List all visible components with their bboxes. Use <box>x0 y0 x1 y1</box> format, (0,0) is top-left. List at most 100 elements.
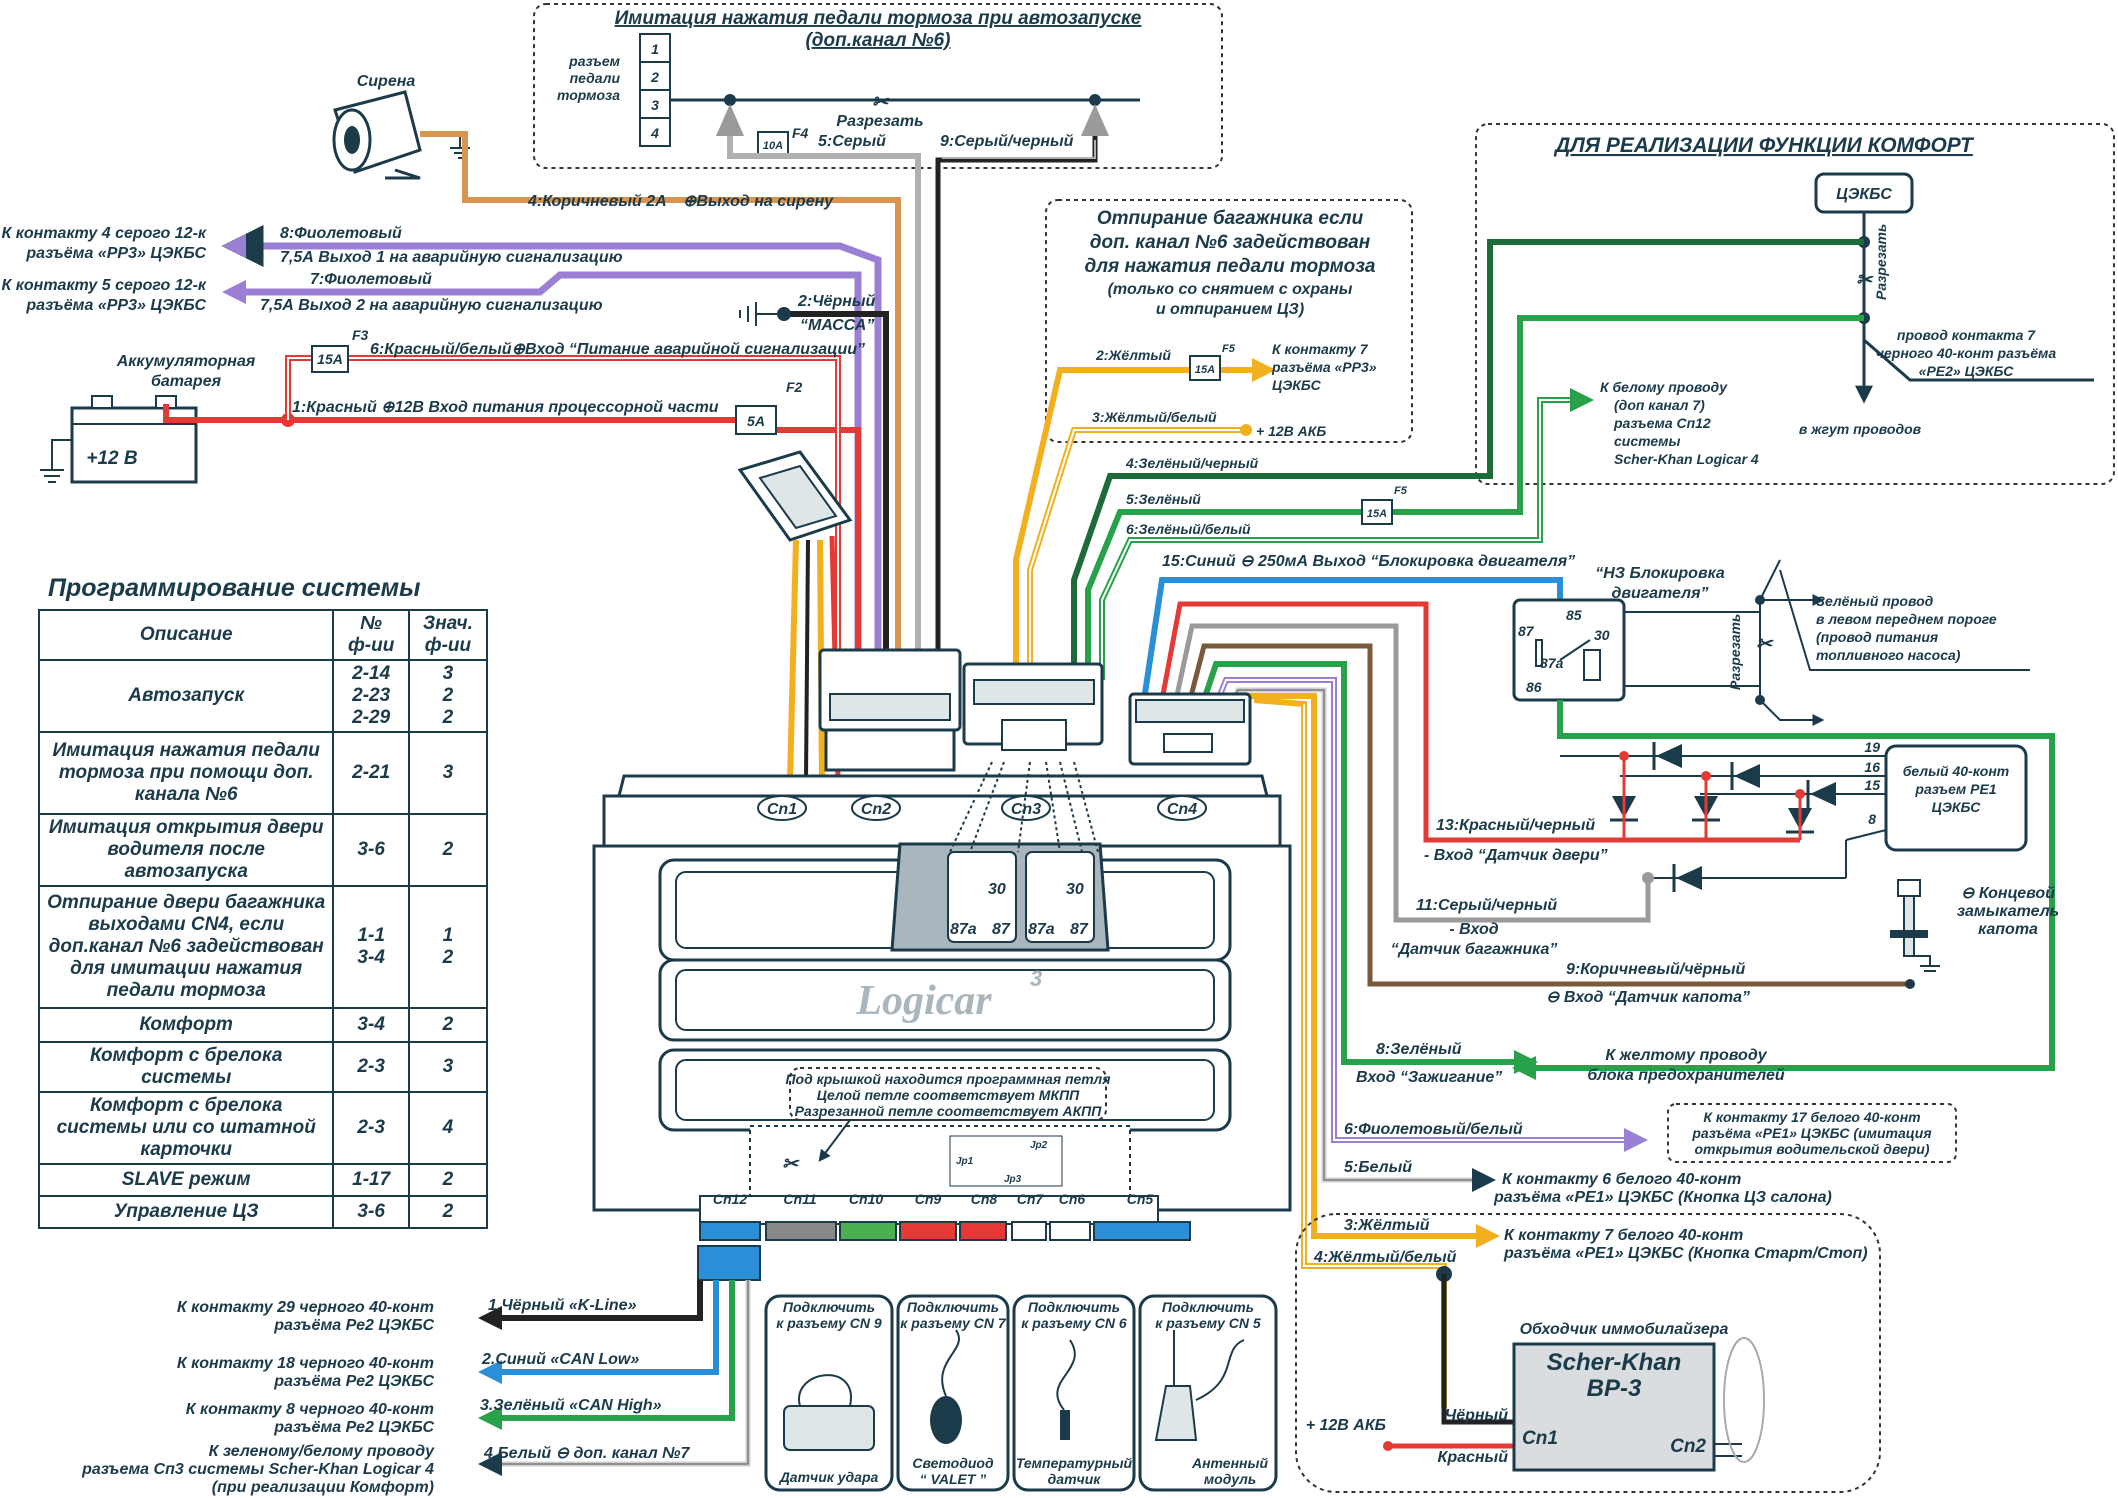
siren-wire-label: 4:Коричневый 2А <box>527 193 667 210</box>
wire-green-ignition <box>1201 661 1520 1065</box>
row-desc: SLAVE режим <box>37 1163 335 1197</box>
white-dest-1: К контакту 6 белого 40-конт <box>1502 1171 1741 1188</box>
comfort-dest-3: разъема Сп12 <box>1613 415 1711 431</box>
hood-label-2: замыкатель <box>1957 903 2059 920</box>
trunk-dest-3: ЦЭКБС <box>1272 377 1322 393</box>
row-num: 3-6 <box>332 813 410 887</box>
battery-icon <box>70 395 198 484</box>
yellow-dest-2: разъёма «РЕ1» ЦЭКБС (Кнопка Старт/Стоп) <box>1503 1245 1868 1262</box>
row-desc: Комфорт с брелока системы или со штатной… <box>37 1091 335 1165</box>
cekbs-label: ЦЭКБС <box>1836 186 1892 203</box>
fuse-f3 <box>311 345 349 373</box>
relay-title-1: “НЗ Блокировка <box>1595 565 1725 582</box>
fuse-f2 <box>735 405 777 435</box>
table-row: Имитация нажатия педали тормоза при помо… <box>37 731 489 815</box>
cn4-label: Cn4 <box>1167 801 1197 818</box>
fuse-f3-value: 15A <box>317 351 343 367</box>
row-val: 3 2 2 <box>407 659 489 733</box>
wire-green-black <box>1071 239 1864 680</box>
k-line-label: 1.Чёрный «K-Line» <box>488 1297 637 1314</box>
fuse-f4-value: 10A <box>763 140 783 152</box>
cn5-label: Cn5 <box>1127 1191 1154 1207</box>
ch7-dest-1: К зеленому/белому проводу <box>209 1443 436 1460</box>
row-val: 1 2 <box>407 885 489 1009</box>
trunk-title-3: для нажатия педали тормоза <box>1084 256 1375 277</box>
trunk-wire-yw: 3:Жёлтый/белый <box>1092 409 1217 425</box>
high-dest-1: К контакту 8 черного 40-конт <box>186 1401 434 1418</box>
scissors-icon: ✂ <box>1756 634 1774 655</box>
block-relay <box>1512 598 1626 702</box>
block-cut: Разрезать <box>1727 614 1743 690</box>
fuse-f3-label: F3 <box>352 327 369 343</box>
pe1-label-2: разъем РЕ1 <box>1914 781 1996 797</box>
cn9-label: Cn9 <box>915 1191 942 1207</box>
cn-labels <box>757 795 1207 821</box>
relay1-30: 30 <box>988 881 1006 898</box>
comfort-dest-1: К белому проводу <box>1600 379 1728 395</box>
cn12-plug <box>697 1245 761 1281</box>
white-wire: 5:Белый <box>1344 1159 1412 1176</box>
cut-label: Разрезать <box>836 113 923 130</box>
violet-white-dest-2: разъёма «РЕ1» ЦЭКБС (имитация <box>1691 1125 1931 1141</box>
ignition-input: Вход “Зажигание” <box>1356 1069 1502 1086</box>
hood-label-3: капота <box>1978 921 2038 938</box>
wire-can-low <box>494 1280 719 1375</box>
pe1-connector <box>1884 744 2028 852</box>
brake-imitation-box <box>533 3 1223 169</box>
pe1-label-3: ЦЭКБС <box>1932 799 1982 815</box>
table-header: Описание № ф-ии Знач. ф-ии <box>37 609 489 661</box>
table-row: Отпирание двери багажника выходами CN4, … <box>37 885 489 1009</box>
hazard-wire1-label: 8:Фиолетовый <box>280 225 402 242</box>
col-desc: Описание <box>37 609 335 661</box>
bp3-cn2: Cn2 <box>1670 1436 1706 1457</box>
wire-violet-2 <box>230 271 862 660</box>
fuse-f5-comfort-label: F5 <box>1394 485 1408 497</box>
row-num: 2-3 <box>332 1041 410 1093</box>
accessory-temp-sensor <box>1012 1294 1136 1492</box>
relay-pin30: 30 <box>1594 627 1610 643</box>
relay2-87: 87 <box>1070 921 1089 938</box>
acc4-top-2: к разъему CN 5 <box>1155 1315 1261 1331</box>
cn2-wire-6: 6:Зелёный/белый <box>1126 521 1251 537</box>
acc3-bottom-1: Температурный <box>1016 1455 1133 1471</box>
trunk-dest-2: разъёма «РР3» <box>1271 359 1377 375</box>
jp3: Jp3 <box>1004 1174 1022 1185</box>
wire-green <box>1085 315 1864 680</box>
acc2-bottom-1: Светодиод <box>912 1455 994 1471</box>
immo-red: Красный <box>1437 1449 1508 1466</box>
table-row: Комфорт с брелока системы или со штатной… <box>37 1091 489 1165</box>
low-dest-1: К контакту 18 черного 40-конт <box>177 1355 434 1372</box>
acc4-bottom-1: Антенный <box>1191 1455 1268 1471</box>
acc3-bottom-2: датчик <box>1048 1471 1102 1487</box>
wire-can-high <box>494 1280 735 1421</box>
row-desc: Комфорт с брелока системы <box>37 1041 335 1093</box>
comfort-box <box>1475 123 2115 485</box>
wire-grey-black-cn4 <box>1173 623 1651 923</box>
ground-wire-label: 2:Чёрный <box>797 293 876 310</box>
low-dest-2: разъёма Ре2 ЦЭКБС <box>273 1373 434 1390</box>
trunk-title-1: Отпирание багажника если <box>1097 208 1364 229</box>
hood-wire-label: 9:Коричневый/чёрный <box>1566 961 1746 978</box>
relay2-30: 30 <box>1066 881 1084 898</box>
door-input-label: - Вход “Датчик двери” <box>1424 847 1608 864</box>
hood-label-1: ⊖ Концевой <box>1961 885 2055 902</box>
ch7-dest-3: (при реализации Комфорт) <box>212 1479 434 1496</box>
cn10-label: Cn10 <box>849 1191 883 1207</box>
yellow-wire: 3:Жёлтый <box>1344 1217 1430 1234</box>
wire-yellow-trunk <box>1013 367 1262 680</box>
comfort-dest-5: Scher-Khan Logicar 4 <box>1614 451 1759 467</box>
fuse-f5-trunk-label: F5 <box>1222 343 1236 355</box>
hazard-dest1-2: разъёма «РР3» ЦЭКБС <box>25 245 206 262</box>
cn8-label: Cn8 <box>971 1191 998 1207</box>
siren-label: Сирена <box>357 73 416 90</box>
wire-brown-black <box>1187 643 1910 987</box>
trunk-wire-yellow: 2:Жёлтый <box>1095 347 1171 363</box>
ignition-dest-2: блока предохранителей <box>1587 1067 1785 1084</box>
fuse-f5-trunk <box>1189 355 1221 381</box>
row-num: 3-4 <box>332 1007 410 1043</box>
wire-red-black <box>1159 601 1800 843</box>
cn3-connector <box>962 662 1104 751</box>
